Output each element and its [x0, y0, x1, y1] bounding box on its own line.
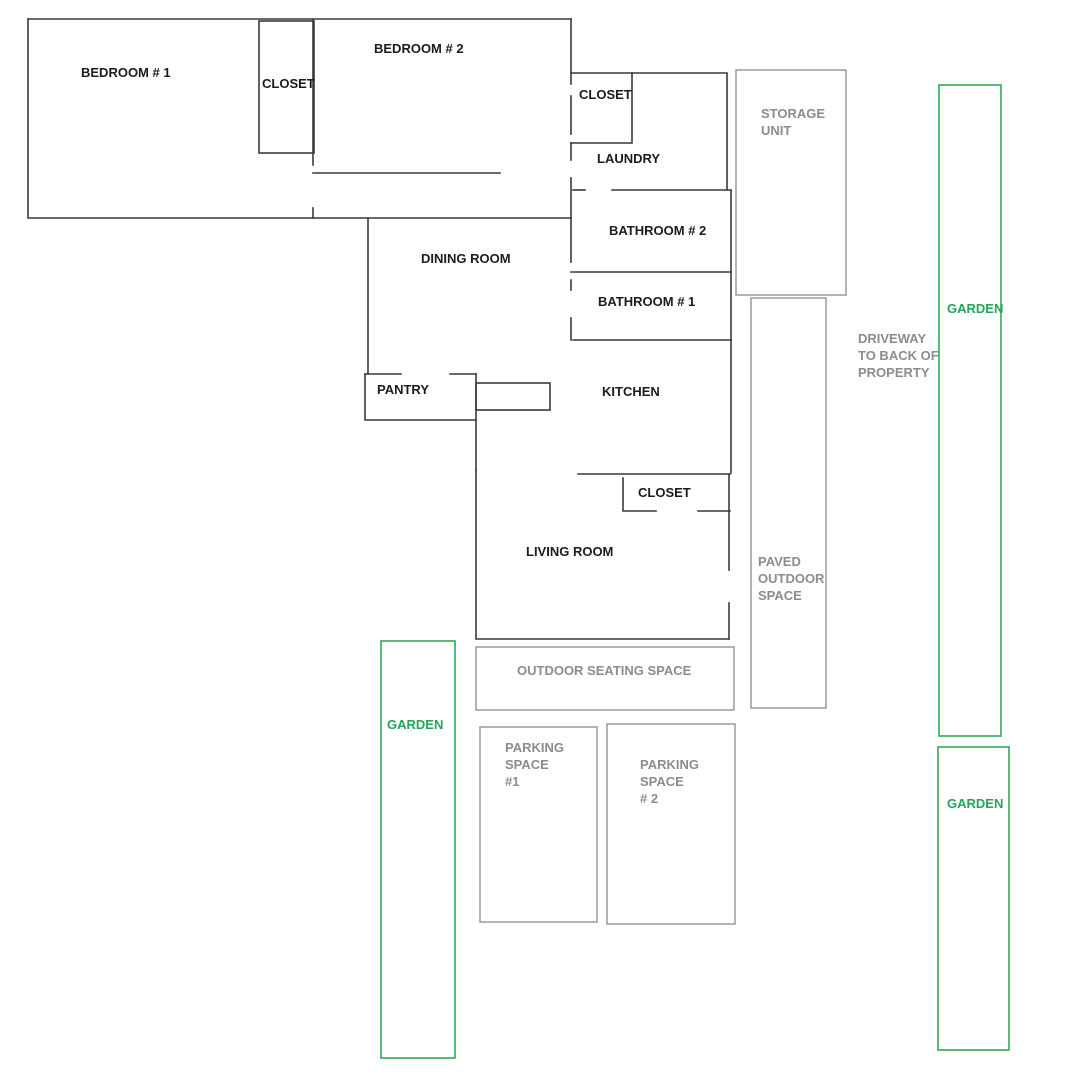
bedroom-1-label: BEDROOM # 1 — [81, 65, 171, 80]
living-closet-label: CLOSET — [638, 485, 691, 500]
garden-left-label: GARDEN — [387, 717, 444, 732]
bedroom-closet-label: CLOSET — [262, 76, 315, 91]
parking-space-2-outline — [606, 723, 736, 925]
laundry-label: LAUNDRY — [597, 151, 661, 166]
bathroom-1-label: BATHROOM # 1 — [598, 294, 696, 309]
bathroom-2-label: BATHROOM # 2 — [609, 223, 707, 238]
garden-right-bottom-label: GARDEN — [947, 796, 1004, 811]
parking-space-2-label: PARKING SPACE # 2 — [640, 757, 699, 806]
driveway-label: DRIVEWAY TO BACK OF PROPERTY — [858, 331, 939, 380]
garden-right-top-outline — [938, 84, 1002, 737]
pantry-label: PANTRY — [377, 382, 429, 397]
kitchen-label: KITCHEN — [602, 384, 660, 399]
bedroom-closet-walls — [258, 20, 315, 154]
outdoor-seating-outline — [475, 646, 735, 711]
laundry-closet-label: CLOSET — [579, 87, 632, 102]
storage-unit-label: STORAGE UNIT — [761, 106, 826, 138]
storage-unit-outline — [735, 69, 847, 296]
garden-right-bottom-outline — [937, 746, 1010, 1051]
bedroom-2-label: BEDROOM # 2 — [374, 41, 464, 56]
paved-outdoor-space-outline — [750, 297, 827, 709]
paved-outdoor-space-label: PAVED OUTDOOR SPACE — [758, 554, 825, 603]
dining-room-label: DINING ROOM — [421, 251, 511, 266]
parking-space-1-outline — [479, 726, 598, 923]
bathroom-walls — [570, 189, 732, 341]
living-room-label: LIVING ROOM — [526, 544, 614, 559]
garden-right-top-label: GARDEN — [947, 301, 1004, 316]
living-room-walls — [475, 469, 731, 640]
laundry-walls — [570, 72, 732, 191]
garden-left-outline — [380, 640, 456, 1059]
outdoor-seating-space-label: OUTDOOR SEATING SPACE — [517, 663, 692, 678]
parking-space-1-label: PARKING SPACE #1 — [505, 740, 564, 789]
bedroom-wing-walls — [27, 18, 572, 219]
dining-kitchen-walls — [364, 217, 732, 474]
